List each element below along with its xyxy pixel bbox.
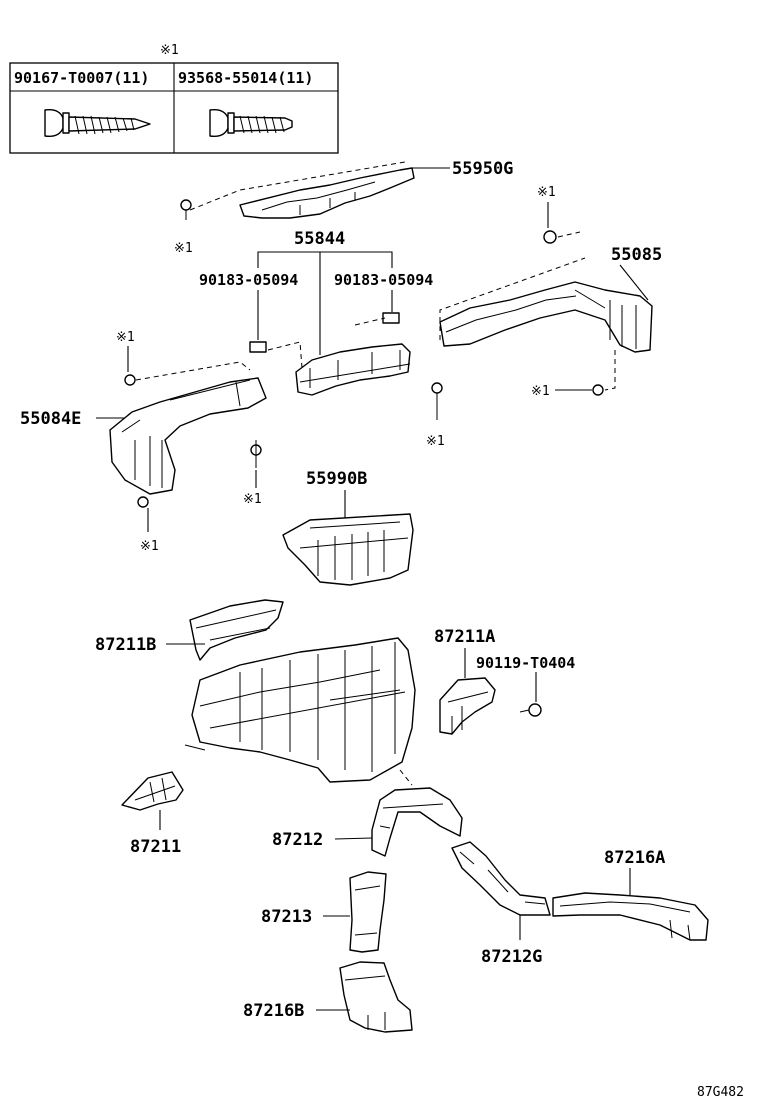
hex-screw-icon bbox=[209, 108, 293, 138]
mark-1: ※1 bbox=[174, 241, 193, 256]
mark-5: ※1 bbox=[116, 330, 135, 345]
mark-6: ※1 bbox=[243, 492, 262, 507]
part-55085: ※1 55085 ※1 ※1 bbox=[426, 185, 662, 449]
clip-icon bbox=[124, 374, 136, 386]
part-87211A: 87211A 90119-T0404 bbox=[434, 627, 575, 735]
part-55844: 55844 90183-05094 90183-05094 bbox=[199, 229, 433, 396]
label-90119-T0404: 90119-T0404 bbox=[476, 654, 575, 672]
part-55950G: 55950G ※1 bbox=[174, 159, 513, 256]
label-90183-05094-right: 90183-05094 bbox=[334, 271, 433, 289]
bolt-icon bbox=[519, 703, 542, 717]
tapping-screw-icon bbox=[44, 108, 151, 138]
part-87211: 87211 bbox=[121, 771, 184, 857]
label-87212: 87212 bbox=[272, 830, 323, 850]
clip-icon bbox=[137, 496, 149, 508]
label-87211A: 87211A bbox=[434, 627, 495, 647]
part-87216B: 87216B bbox=[243, 961, 413, 1033]
label-55990B: 55990B bbox=[306, 469, 367, 489]
table-col-2: 93568-55014(11) bbox=[178, 69, 313, 87]
table-header-mark: ※1 bbox=[160, 43, 179, 58]
part-87211B: 87211B bbox=[95, 599, 284, 661]
table-col-1: 90167-T0007(11) bbox=[14, 69, 149, 87]
label-55084E: 55084E bbox=[20, 409, 81, 429]
clip-icon bbox=[543, 230, 557, 244]
clip-icon bbox=[382, 312, 400, 324]
figure-id: 87G482 bbox=[697, 1085, 744, 1100]
label-87216A: 87216A bbox=[604, 848, 665, 868]
part-87216A: 87216A bbox=[552, 848, 709, 941]
label-87211: 87211 bbox=[130, 837, 181, 857]
fastener-table: ※1 90167-T0007(11) 93568-55014(11) bbox=[9, 43, 339, 154]
label-55950G: 55950G bbox=[452, 159, 513, 179]
label-87211B: 87211B bbox=[95, 635, 156, 655]
mark-3: ※1 bbox=[531, 384, 550, 399]
part-87213: 87213 bbox=[261, 871, 387, 953]
part-55990B: 55990B bbox=[282, 469, 414, 586]
clip-icon bbox=[180, 199, 192, 220]
label-87212G: 87212G bbox=[481, 947, 542, 967]
screw-icon bbox=[250, 440, 262, 468]
clip-icon bbox=[249, 341, 267, 353]
heater-unit bbox=[184, 637, 416, 783]
clip-icon bbox=[592, 384, 604, 396]
part-87212: 87212 bbox=[272, 769, 463, 857]
label-87213: 87213 bbox=[261, 907, 312, 927]
part-55084E: ※1 55084E ※1 ※1 bbox=[20, 330, 267, 554]
label-55085: 55085 bbox=[611, 245, 662, 265]
label-55844: 55844 bbox=[294, 229, 345, 249]
label-90183-05094-left: 90183-05094 bbox=[199, 271, 298, 289]
mark-7: ※1 bbox=[140, 539, 159, 554]
part-87212G: 87212G bbox=[451, 841, 551, 967]
screw-icon bbox=[431, 382, 443, 420]
label-87216B: 87216B bbox=[243, 1001, 304, 1021]
mark-2: ※1 bbox=[537, 185, 556, 200]
mark-4: ※1 bbox=[426, 434, 445, 449]
